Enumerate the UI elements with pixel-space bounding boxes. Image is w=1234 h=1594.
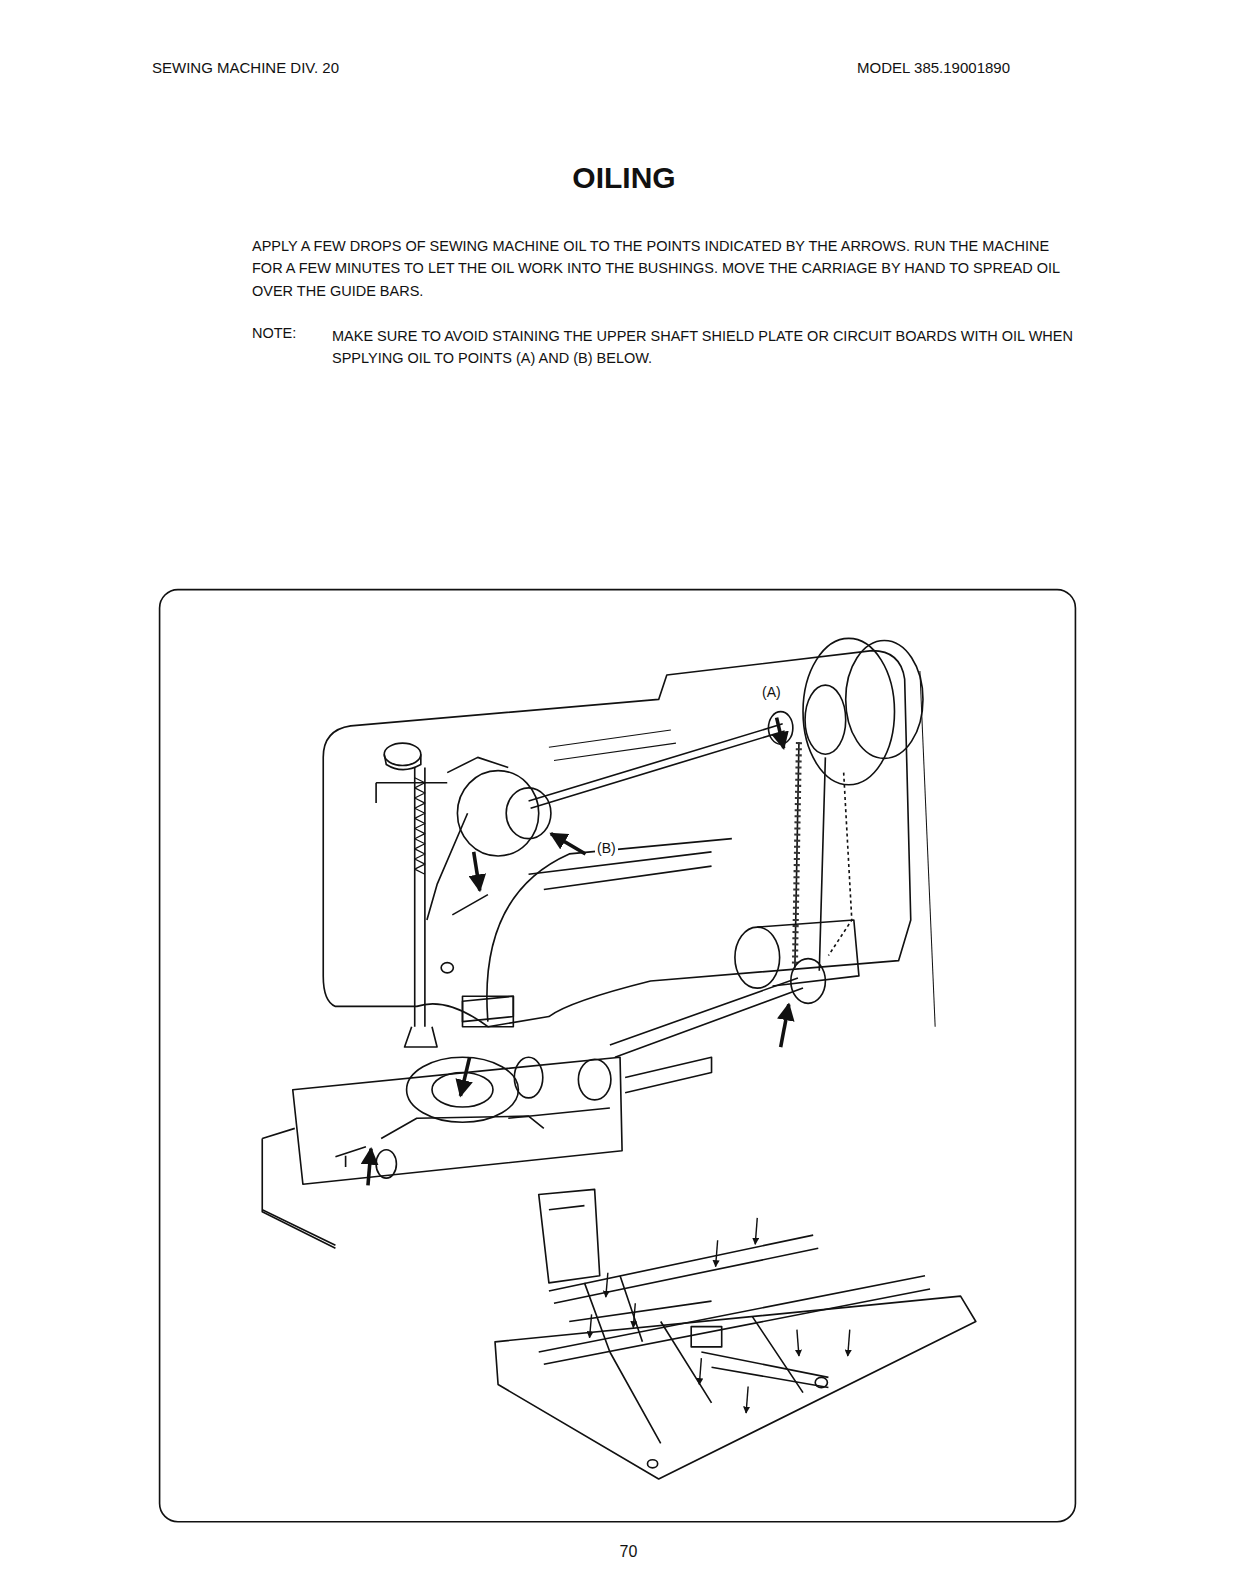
- figure-frame: [160, 590, 1076, 1522]
- callout-letter: (B): [595, 840, 618, 857]
- tension-dial: [384, 743, 421, 765]
- note-heading: NOTE:: [252, 325, 296, 342]
- carriage-block: [539, 1189, 600, 1283]
- arm-lines: [529, 852, 712, 890]
- bed-box: [293, 1057, 622, 1184]
- page-header: SEWING MACHINE DIV. 20: [152, 59, 339, 77]
- page-title: OILING: [0, 161, 1234, 195]
- take-up-cam: [457, 771, 538, 856]
- timing-belt: [795, 742, 825, 971]
- note-text: MAKE SURE TO AVOID STAINING THE UPPER SH…: [332, 325, 1077, 370]
- callout-letter: (A): [760, 684, 783, 701]
- instruction-text: APPLY A FEW DROPS OF SEWING MACHINE OIL …: [252, 235, 1077, 302]
- needle-bar: [415, 768, 425, 1027]
- balance-wheel: [803, 638, 894, 784]
- machine-head: [323, 651, 911, 1027]
- upper-shaft: [529, 724, 785, 808]
- lower-shaft: [610, 978, 803, 1057]
- small-oil-arrows: [590, 1218, 850, 1413]
- carriage-base: [495, 1296, 976, 1479]
- plate: [462, 996, 513, 1026]
- presser-foot: [405, 1027, 438, 1047]
- base-plate: [262, 1128, 335, 1248]
- oil-arrows: [368, 718, 789, 1186]
- guide-bars: [539, 1235, 930, 1364]
- motor: [735, 927, 780, 988]
- page-number: 70: [608, 1542, 649, 1561]
- arm-curve: [487, 839, 732, 1022]
- lower-pulley: [791, 959, 826, 1004]
- model-number: MODEL 385.19001890: [857, 59, 1010, 77]
- bobbin-hook: [407, 1057, 519, 1122]
